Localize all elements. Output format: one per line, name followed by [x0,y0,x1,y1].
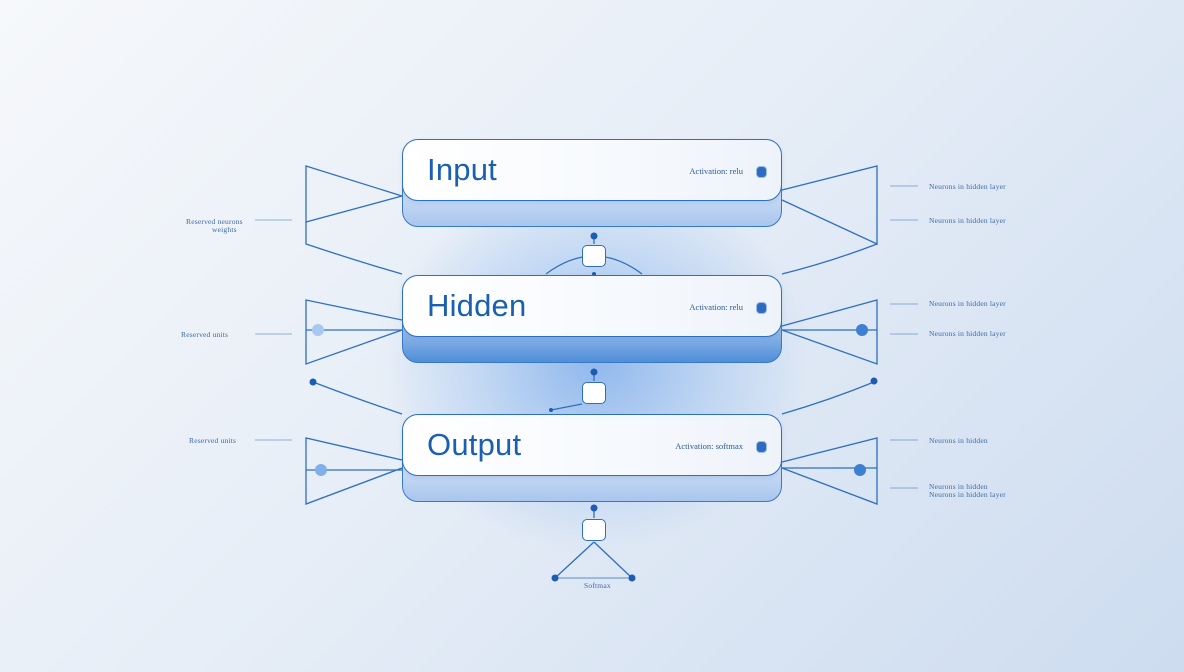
node-dot [549,408,553,412]
right-label: Neurons in hidden layer [929,490,1006,499]
right-bracket-hidden [781,299,878,365]
left-link-hidden-output [312,381,403,415]
layer-card[interactable]: Output Activation: softmax [402,414,782,476]
left-label: Reserved units [181,330,229,339]
node-dot [870,377,878,385]
connector-node[interactable] [582,382,606,404]
connector-node[interactable] [582,245,606,267]
left-label: Reserved neurons [186,217,243,226]
info-icon [756,166,767,178]
connector-node[interactable] [582,519,606,541]
left-bracket-input [305,165,403,223]
layer-output[interactable]: Output Activation: softmax [402,414,782,504]
bottom-label: Softmax [584,581,611,590]
layer-title: Output [427,427,522,462]
layer-card[interactable]: Input Activation: relu [402,139,782,201]
node-dot [551,574,559,582]
layer-input[interactable]: Input Activation: relu [402,139,782,229]
node-dot [590,368,598,376]
node-dot [309,378,317,386]
left-link-input-hidden [305,222,403,275]
right-label: Neurons in hidden [929,482,988,491]
right-bracket-output [781,437,878,505]
node-dot [590,232,598,240]
right-label: Neurons in hidden [929,436,988,445]
left-label: weights [212,225,237,234]
layer-title: Input [427,152,497,187]
right-bracket-input [781,165,878,246]
right-label: Neurons in hidden layer [929,182,1006,191]
neuron-dot [854,464,866,476]
layer-tag: Activation: relu [689,302,743,312]
info-icon [756,441,767,453]
layer-card[interactable]: Hidden Activation: relu [402,275,782,337]
neuron-dot [856,324,868,336]
left-bracket-output [305,437,403,505]
layer-tag: Activation: relu [689,166,743,176]
left-label: Reserved units [189,436,237,445]
layer-title: Hidden [427,288,527,323]
right-label: Neurons in hidden layer [929,329,1006,338]
right-link-hidden-output [781,381,875,415]
softmax-fan [554,541,633,579]
left-bracket-hidden [305,299,403,365]
layer-hidden[interactable]: Hidden Activation: relu [402,275,782,365]
node-dot [628,574,636,582]
right-link-input-hidden [781,243,878,275]
info-icon [756,302,767,314]
neuron-dot [315,464,327,476]
right-label: Neurons in hidden layer [929,299,1006,308]
node-dot [590,504,598,512]
layer-tag: Activation: softmax [675,441,743,451]
right-label: Neurons in hidden layer [929,216,1006,225]
neuron-dot [312,324,324,336]
